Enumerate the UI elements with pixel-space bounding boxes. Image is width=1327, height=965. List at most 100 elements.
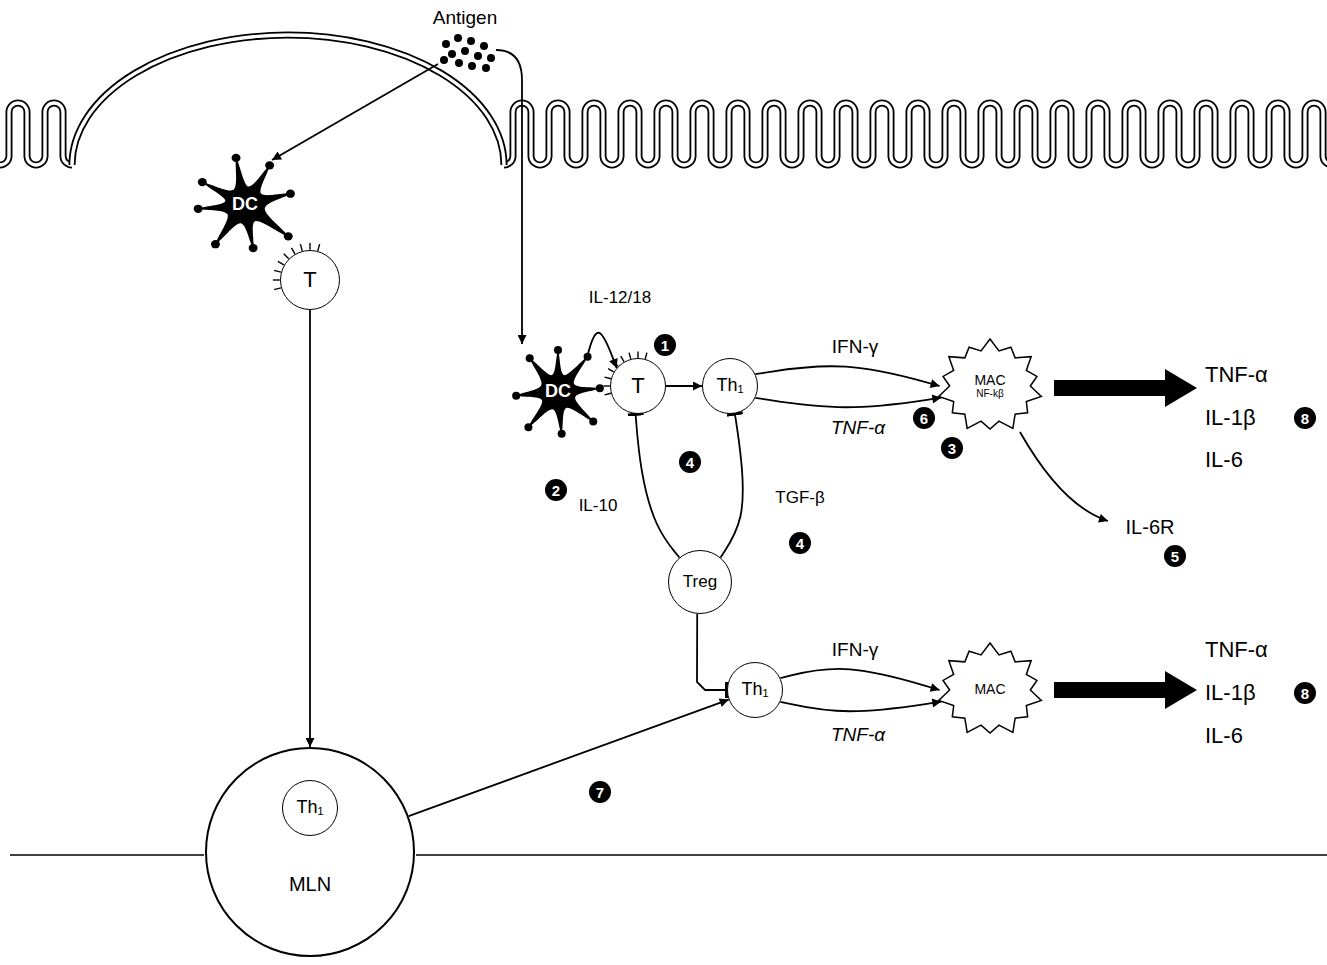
- dendrite-knob: [249, 244, 258, 252]
- receptor-spike: [603, 385, 609, 386]
- arrow-connector: [309, 310, 311, 747]
- cell-label: DC: [232, 195, 258, 215]
- inhibition-connector: [697, 614, 727, 690]
- secretion-arrow: [1054, 369, 1197, 407]
- macrophage: MACNF-kβ: [934, 336, 1046, 436]
- cytokine-label: IL-1β: [1205, 405, 1256, 430]
- receptor-spike: [605, 393, 611, 395]
- cytokine-label: IL-6: [1205, 447, 1243, 472]
- dendritic-body: [518, 352, 598, 432]
- dendrite-knob: [512, 392, 520, 400]
- cytokine-edge-label: IL-10: [577, 496, 620, 516]
- arrow-connector: [755, 366, 939, 386]
- callout-number: 8: [1294, 407, 1316, 429]
- cell-label: MLN: [289, 873, 331, 895]
- villi: [0, 95, 72, 175]
- dendritic-cell: DC: [508, 342, 608, 442]
- arrow-connector: [780, 669, 939, 690]
- dendrite-knob: [558, 430, 566, 438]
- cytokine-label: TNF-α: [1205, 637, 1268, 662]
- cell-label: T: [631, 374, 644, 398]
- receptor-spike: [614, 362, 619, 367]
- treg-cell: Treg: [668, 550, 732, 614]
- lymph-node: MLN Th₁: [205, 747, 415, 957]
- th1-cell: Th₁: [727, 662, 783, 718]
- cytokine-edge-label: IFN-γ: [830, 336, 880, 358]
- callout-number: 4: [679, 451, 701, 473]
- receptor-spike: [309, 243, 310, 250]
- dendritic-body: [200, 160, 288, 246]
- cell-label: Th₁: [741, 680, 768, 700]
- dendrite-knob: [596, 384, 604, 392]
- callout-number: 5: [1164, 545, 1186, 567]
- cytokine-edge-label: TNF-α: [829, 724, 887, 746]
- dendrite-knob: [524, 423, 532, 431]
- receptor-spike: [274, 270, 281, 272]
- callout-number: 6: [913, 407, 935, 429]
- dendrite-knob: [584, 353, 592, 361]
- arrow-connector: [587, 333, 617, 368]
- tissue-boundary: [416, 854, 1327, 856]
- dendrite-knob: [286, 190, 295, 198]
- dendritic-cell: DC: [189, 153, 301, 257]
- receptor-label: IL-6R: [1126, 516, 1175, 539]
- cytokine-label: TNF-α: [1205, 362, 1268, 387]
- dendrite-knob: [194, 205, 203, 213]
- dendrite-knob: [211, 240, 220, 248]
- cell-label: Th₁: [296, 798, 323, 818]
- callout-number: 4: [789, 532, 811, 554]
- antigen-label: Antigen: [433, 7, 497, 29]
- cell-label: Treg: [683, 573, 717, 592]
- dendrite-knob: [198, 178, 207, 186]
- receptor-spike: [291, 248, 294, 254]
- antigen-uptake-arrow: [272, 64, 438, 160]
- peyer-patch-dome: [72, 35, 504, 165]
- receptor-spike: [605, 377, 611, 379]
- receptor-spike: [629, 353, 631, 359]
- macrophage-outline: [939, 339, 1042, 429]
- receptor-spike: [318, 244, 320, 251]
- receptor-spike: [608, 369, 614, 372]
- receptor-spike: [645, 353, 647, 359]
- receptor-shedding-arrow: [1020, 432, 1108, 521]
- receptor-spike: [274, 288, 281, 290]
- cytokine-edge-label: TGF-β: [773, 488, 826, 508]
- arrow-connector: [666, 385, 702, 387]
- callout-number: 3: [941, 437, 963, 459]
- peyer-patch-dome: [72, 35, 504, 165]
- callout-number: 7: [589, 781, 611, 803]
- receptor-spike: [637, 351, 638, 357]
- receptor-spike: [300, 244, 302, 251]
- arrow-connector: [409, 700, 729, 817]
- callout-number: 2: [545, 479, 567, 501]
- receptor-spike: [284, 254, 289, 259]
- antigen-uptake-arrow: [496, 50, 522, 344]
- receptor-spike: [621, 356, 624, 362]
- tissue-boundary: [10, 854, 204, 856]
- dendrite-knob: [265, 161, 274, 169]
- t-cell: T: [610, 358, 666, 414]
- dendrite-knob: [589, 418, 597, 426]
- inhibition-connector: [721, 414, 743, 558]
- arrow-connector: [755, 398, 941, 408]
- callout-number: 8: [1294, 682, 1316, 704]
- cell-label: DC: [545, 382, 571, 402]
- cell-label: MAC: [974, 682, 1005, 697]
- receptor-spike: [273, 279, 280, 280]
- cell-label: Th₁: [716, 376, 743, 396]
- arrow-connector: [780, 702, 941, 712]
- cytokine-edge-label: IFN-γ: [830, 639, 880, 661]
- t-cell: T: [280, 250, 340, 310]
- villi: [504, 95, 1327, 175]
- cytokine-edge-label: IL-12/18: [587, 288, 653, 308]
- cytokine-label: IL-1β: [1205, 680, 1256, 705]
- cell-label: T: [303, 268, 316, 292]
- cytokine-label: IL-6: [1205, 723, 1243, 748]
- cell-label: NF-kβ: [976, 388, 1003, 399]
- macrophage: MAC: [934, 640, 1046, 740]
- dendrite-knob: [232, 154, 241, 162]
